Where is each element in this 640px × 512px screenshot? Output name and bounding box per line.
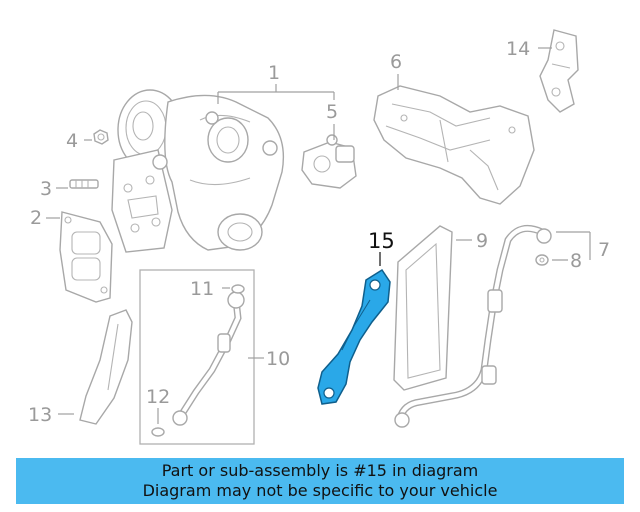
part-3-stud bbox=[69, 179, 99, 189]
part-2-gasket bbox=[59, 211, 113, 303]
callout-2: 2 bbox=[30, 207, 42, 229]
part-10-kit-box bbox=[139, 269, 255, 445]
leader-lines bbox=[46, 47, 591, 424]
part-7-oil-line bbox=[394, 224, 552, 428]
callout-15: 15 bbox=[368, 229, 395, 253]
callout-9: 9 bbox=[476, 230, 488, 252]
part-4-nut bbox=[93, 129, 109, 145]
part-13-strap bbox=[79, 309, 133, 425]
callout-7: 7 bbox=[598, 239, 610, 261]
callout-labels: 1 2 3 4 5 6 7 8 9 10 11 12 13 14 15 bbox=[28, 38, 610, 426]
part-15-support-bracket bbox=[317, 268, 391, 405]
part-6-heat-shield bbox=[373, 85, 535, 205]
info-banner: Part or sub-assembly is #15 in diagram D… bbox=[16, 458, 624, 504]
part-5-actuator bbox=[301, 134, 357, 189]
part-1-turbocharger bbox=[111, 89, 285, 253]
callout-8: 8 bbox=[570, 250, 582, 272]
part-9-gasket-plate bbox=[393, 225, 453, 391]
callout-13: 13 bbox=[28, 404, 52, 426]
banner-line-2: Diagram may not be specific to your vehi… bbox=[142, 481, 498, 500]
callout-4: 4 bbox=[66, 130, 78, 152]
callout-5: 5 bbox=[326, 101, 338, 123]
callout-11: 11 bbox=[190, 278, 214, 300]
part-8-washer bbox=[535, 254, 549, 266]
callout-14: 14 bbox=[506, 38, 530, 60]
callout-1: 1 bbox=[268, 62, 280, 84]
callout-10: 10 bbox=[266, 348, 290, 370]
callout-6: 6 bbox=[390, 51, 402, 73]
parts-diagram: 1 2 3 4 5 6 7 8 9 10 11 12 13 14 15 bbox=[28, 29, 610, 445]
part-14-bracket bbox=[539, 29, 579, 113]
banner-line-1: Part or sub-assembly is #15 in diagram bbox=[161, 461, 479, 480]
callout-12: 12 bbox=[146, 386, 170, 408]
callout-3: 3 bbox=[40, 178, 52, 200]
